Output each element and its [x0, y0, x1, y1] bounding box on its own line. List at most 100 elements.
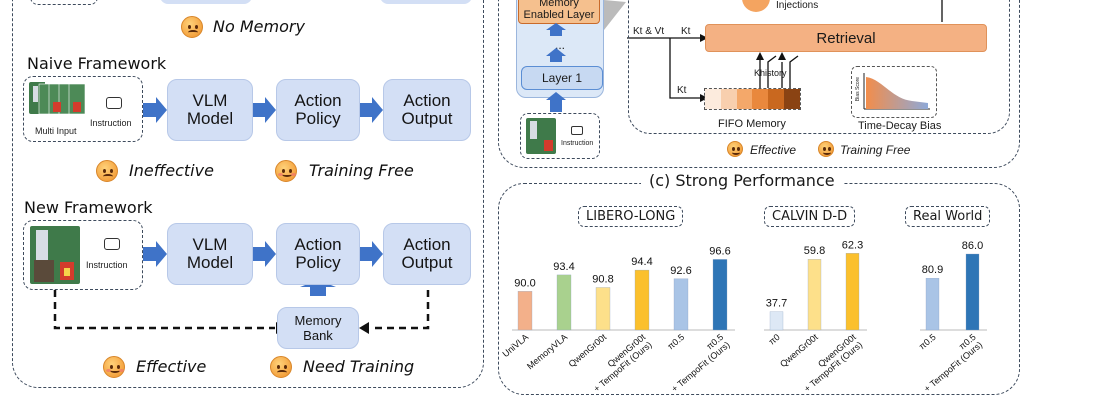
smile-face-icon	[818, 141, 834, 157]
naive-vlm-model-box: VLM Model	[167, 79, 253, 141]
injections-label: Injections	[776, 0, 819, 11]
instruction-icon	[106, 97, 122, 109]
chart-category-line: π0.5	[917, 332, 938, 352]
memory-slot	[736, 89, 753, 109]
sad-face-icon	[270, 356, 292, 378]
new-framework-heading: New Framework	[24, 198, 153, 217]
chart-bar	[595, 287, 611, 331]
instruction-icon	[104, 238, 120, 250]
top-box-remnant-2	[380, 0, 472, 4]
chart-category-line: QwenGr00t	[778, 332, 820, 370]
chart-category-line: π0	[767, 332, 782, 347]
naive-action-policy-box: Action Policy	[276, 79, 360, 141]
memory-slot	[752, 89, 769, 109]
naive-action-output-box: Action Output	[383, 79, 471, 141]
memory-slot	[784, 89, 800, 109]
need-training-caption: Need Training	[303, 357, 415, 376]
instruction-label: Instruction	[86, 260, 128, 270]
memory-slot	[705, 89, 721, 109]
time-decay-chart	[851, 66, 937, 118]
memory-injection-area	[628, 0, 1010, 134]
input-image	[526, 118, 556, 154]
chart-value-label: 92.6	[670, 265, 691, 277]
kt-label: Kt	[677, 85, 687, 96]
memory-bank-box: Memory Bank	[277, 307, 359, 349]
layer-dots: ...	[555, 38, 566, 52]
memory-slot	[720, 89, 737, 109]
naive-input-group	[23, 76, 143, 142]
layer-1-box: Layer 1	[521, 66, 603, 90]
chart-value-label: 59.8	[804, 245, 825, 257]
chart-category-line: MemoryVLA	[525, 332, 569, 371]
chart-category-label: UniVLA	[500, 332, 530, 359]
kv-label: Kt & Vt	[633, 26, 665, 37]
training-free-caption: Training Free	[840, 143, 911, 157]
ineffective-caption: Ineffective	[129, 161, 214, 180]
time-decay-label: Time-Decay Bias	[858, 120, 942, 132]
robot-frame-thumbnails	[29, 82, 87, 114]
new-action-output-box: Action Output	[383, 223, 471, 285]
new-vlm-model-box: VLM Model	[167, 223, 253, 285]
chart-category-label: π0.5	[666, 332, 687, 352]
chart-bar	[673, 278, 689, 331]
chart-value-label: 86.0	[962, 240, 983, 252]
chart-category-label: MemoryVLA	[525, 332, 569, 371]
instruction-label: Instruction	[90, 118, 132, 128]
chart-value-label: 80.9	[922, 264, 943, 276]
left-panel	[12, 0, 484, 388]
chart-value-label: 37.7	[766, 298, 787, 310]
new-input-group	[23, 220, 143, 290]
instruction-label: Instruction	[561, 140, 594, 147]
injection-node	[742, 0, 770, 12]
single-frame-image	[30, 226, 80, 284]
memory-slot	[768, 89, 785, 109]
chart-bar	[634, 269, 650, 331]
smile-face-icon	[275, 160, 297, 182]
chart-category-line: + TempoFit (Ours)	[922, 340, 984, 394]
chart-category-label: QwenGr00t	[778, 332, 820, 370]
no-memory-caption: No Memory	[213, 17, 305, 36]
kt-label: Kt	[681, 26, 691, 37]
chart-bar	[769, 311, 784, 331]
chart-bar	[965, 253, 980, 331]
chart-category-line: π0.5	[666, 332, 687, 352]
chart-value-label: 62.3	[842, 239, 863, 251]
chart-category-line: + TempoFit (Ours)	[670, 340, 732, 394]
retrieval-box: Retrieval	[705, 24, 987, 52]
new-action-policy-box: Action Policy	[276, 223, 360, 285]
chart-value-label: 90.0	[514, 277, 535, 289]
chart-category-line: UniVLA	[500, 332, 530, 359]
memory-enabled-layer-box: Memory Enabled Layer	[518, 0, 600, 24]
training-free-caption: Training Free	[309, 161, 414, 180]
chart-value-label: 93.4	[553, 261, 574, 273]
robot-frame-thumbnail	[526, 118, 556, 154]
sad-face-icon	[181, 16, 203, 38]
chart-category-label: QwenGr00t	[567, 332, 609, 370]
multi-input-label: Multi Input	[35, 126, 77, 136]
chart-value-label: 96.6	[709, 245, 730, 257]
fifo-memory-blocks	[704, 88, 801, 110]
naive-arrows	[53, 97, 430, 334]
chart-bar	[845, 253, 860, 331]
calvin-dd-title: CALVIN D-D	[764, 206, 856, 227]
chart-bar	[925, 278, 940, 331]
naive-framework-heading: Naive Framework	[27, 54, 167, 73]
right-top-panel	[498, 0, 1020, 168]
decay-curve	[863, 73, 930, 110]
instruction-icon	[571, 126, 583, 135]
strong-performance-title: (c) Strong Performance	[641, 171, 843, 190]
fifo-memory-label: FIFO Memory	[718, 118, 786, 130]
top-box-remnant-1	[160, 0, 252, 4]
effective-caption: Effective	[136, 357, 207, 376]
chart-value-label: 90.8	[592, 273, 613, 285]
right-input-group	[520, 113, 600, 159]
real-world-title: Real World	[905, 206, 991, 227]
robot-frame-thumbnail	[30, 226, 80, 284]
libero-long-title: LIBERO-LONG	[578, 206, 684, 227]
sad-face-icon	[96, 160, 118, 182]
smile-face-icon	[103, 356, 125, 378]
chart-value-label: 94.4	[631, 256, 652, 268]
effective-caption: Effective	[750, 143, 797, 157]
